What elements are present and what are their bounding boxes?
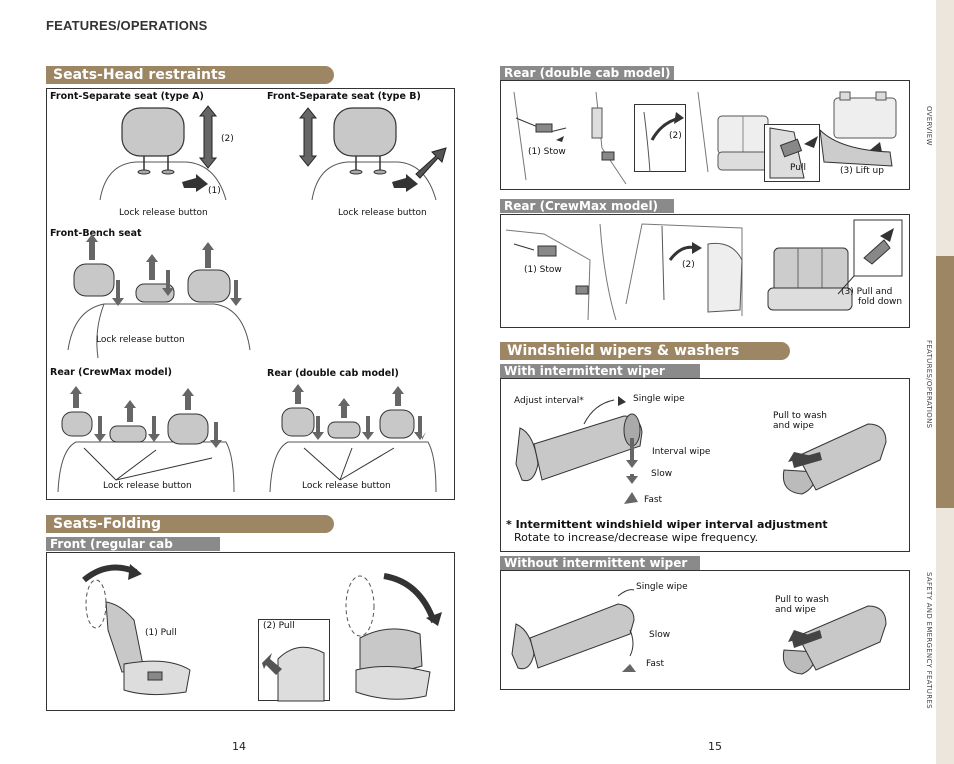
intermittent-wiper-lever-illustration bbox=[515, 396, 643, 504]
rear-double-headrest-label: Rear (double cab model) bbox=[267, 368, 399, 379]
rear-double-pull-label: Pull bbox=[790, 163, 806, 173]
front-regular-cab-subheading: Front (regular cab model) bbox=[46, 537, 220, 565]
single-wipe-label: Single wipe bbox=[633, 394, 685, 404]
slow-label: Slow bbox=[651, 469, 673, 479]
type-a-label: Front-Separate seat (type A) bbox=[50, 91, 204, 102]
rear-double-step-2-label: (2) bbox=[669, 131, 682, 141]
type-b-lock-release-label: Lock release button bbox=[338, 208, 427, 218]
type-a-headrest-illustration bbox=[99, 105, 227, 201]
bench-lock-release-label: Lock release button bbox=[96, 335, 185, 345]
single-wipe-label-2: Single wipe bbox=[636, 582, 688, 592]
wiper-note-title: * Intermittent windshield wiper interval… bbox=[506, 518, 828, 531]
with-intermittent-wiper-subheading: With intermittent wiper bbox=[500, 364, 700, 378]
rear-double-seats-illustration bbox=[697, 91, 771, 173]
pull-wash-label-3: Pull to wash bbox=[775, 595, 829, 605]
type-a-step-1-label: (1) bbox=[208, 186, 221, 196]
rear-double-stow-illustration bbox=[513, 91, 627, 185]
rear-crewmax-headrest-label: Rear (CrewMax model) bbox=[50, 367, 172, 378]
rear-crewmax-headrest-illustration bbox=[57, 386, 235, 493]
page-section-title: FEATURES/OPERATIONS bbox=[46, 18, 208, 33]
rear-crewmax-step-2-illustration bbox=[625, 223, 743, 316]
type-b-label: Front-Separate seat (type B) bbox=[267, 91, 421, 102]
sidebar-tab-overview[interactable]: OVERVIEW bbox=[925, 106, 933, 146]
rear-double-lift-up-label: (3) Lift up bbox=[840, 166, 884, 176]
bench-seat-illustration bbox=[67, 234, 251, 359]
pull-wash-illustration-1 bbox=[782, 423, 887, 495]
rear-double-lift-up-illustration bbox=[819, 91, 897, 167]
rear-double-step-2-illustration bbox=[643, 111, 684, 173]
windshield-wipers-banner: Windshield wipers & washers bbox=[500, 342, 790, 360]
fast-label-2: Fast bbox=[646, 659, 665, 669]
slow-label-2: Slow bbox=[649, 630, 671, 640]
pull-wash-illustration-2 bbox=[782, 605, 887, 675]
rear-crewmax-pull-fold-label-2: fold down bbox=[858, 297, 903, 307]
fold-pull-1-label: (1) Pull bbox=[145, 628, 177, 638]
rear-crewmax-stow-illustration bbox=[505, 223, 617, 321]
head-restraints-banner: Seats-Head restraints bbox=[46, 66, 334, 84]
interval-wipe-label: Interval wipe bbox=[652, 447, 711, 457]
rear-crewmax-subheading: Rear (CrewMax model) bbox=[500, 199, 674, 213]
rear-double-headrest-illustration bbox=[269, 384, 437, 493]
right-page-number: 15 bbox=[708, 740, 722, 753]
type-a-step-2-label: (2) bbox=[221, 134, 234, 144]
rear-double-pull-inset-illustration bbox=[769, 127, 818, 179]
seats-folding-banner: Seats-Folding bbox=[46, 515, 334, 533]
front-seat-fold-illustration-1 bbox=[82, 564, 191, 696]
rear-double-lock-release-label: Lock release button bbox=[302, 481, 391, 491]
rear-crewmax-fold-down-illustration bbox=[767, 219, 903, 311]
rear-crewmax-pull-fold-label-1: (3) Pull and bbox=[841, 287, 893, 297]
pull-wash-label-2: and wipe bbox=[773, 421, 814, 431]
type-a-lock-release-label: Lock release button bbox=[119, 208, 208, 218]
sidebar-tab-features-operations[interactable]: FEATURES/OPERATIONS bbox=[925, 340, 933, 429]
pull-wash-label-1: Pull to wash bbox=[773, 411, 827, 421]
adjust-interval-label: Adjust interval* bbox=[514, 396, 584, 406]
rear-double-stow-label: (1) Stow bbox=[528, 147, 566, 157]
bench-seat-label: Front-Bench seat bbox=[50, 228, 142, 239]
without-intermittent-wiper-subheading: Without intermittent wiper bbox=[500, 556, 700, 570]
standard-wiper-lever-illustration bbox=[511, 589, 636, 672]
section-sidebar-active-tab bbox=[936, 256, 954, 508]
pull-wash-label-4: and wipe bbox=[775, 605, 816, 615]
left-page-number: 14 bbox=[232, 740, 246, 753]
rear-crewmax-stow-label: (1) Stow bbox=[524, 265, 562, 275]
fast-label: Fast bbox=[644, 495, 663, 505]
fold-pull-2-label: (2) Pull bbox=[263, 621, 295, 631]
rear-crewmax-step-2-label: (2) bbox=[682, 260, 695, 270]
fold-inset-illustration bbox=[262, 646, 325, 702]
wiper-note-text: Rotate to increase/decrease wipe frequen… bbox=[514, 531, 759, 544]
front-seat-fold-illustration-2 bbox=[345, 573, 442, 700]
rear-double-cab-subheading: Rear (double cab model) bbox=[500, 66, 674, 80]
sidebar-tab-safety[interactable]: SAFETY AND EMERGENCY FEATURES bbox=[925, 572, 933, 709]
rear-crewmax-lock-release-label: Lock release button bbox=[103, 481, 192, 491]
type-b-headrest-illustration bbox=[298, 107, 447, 201]
